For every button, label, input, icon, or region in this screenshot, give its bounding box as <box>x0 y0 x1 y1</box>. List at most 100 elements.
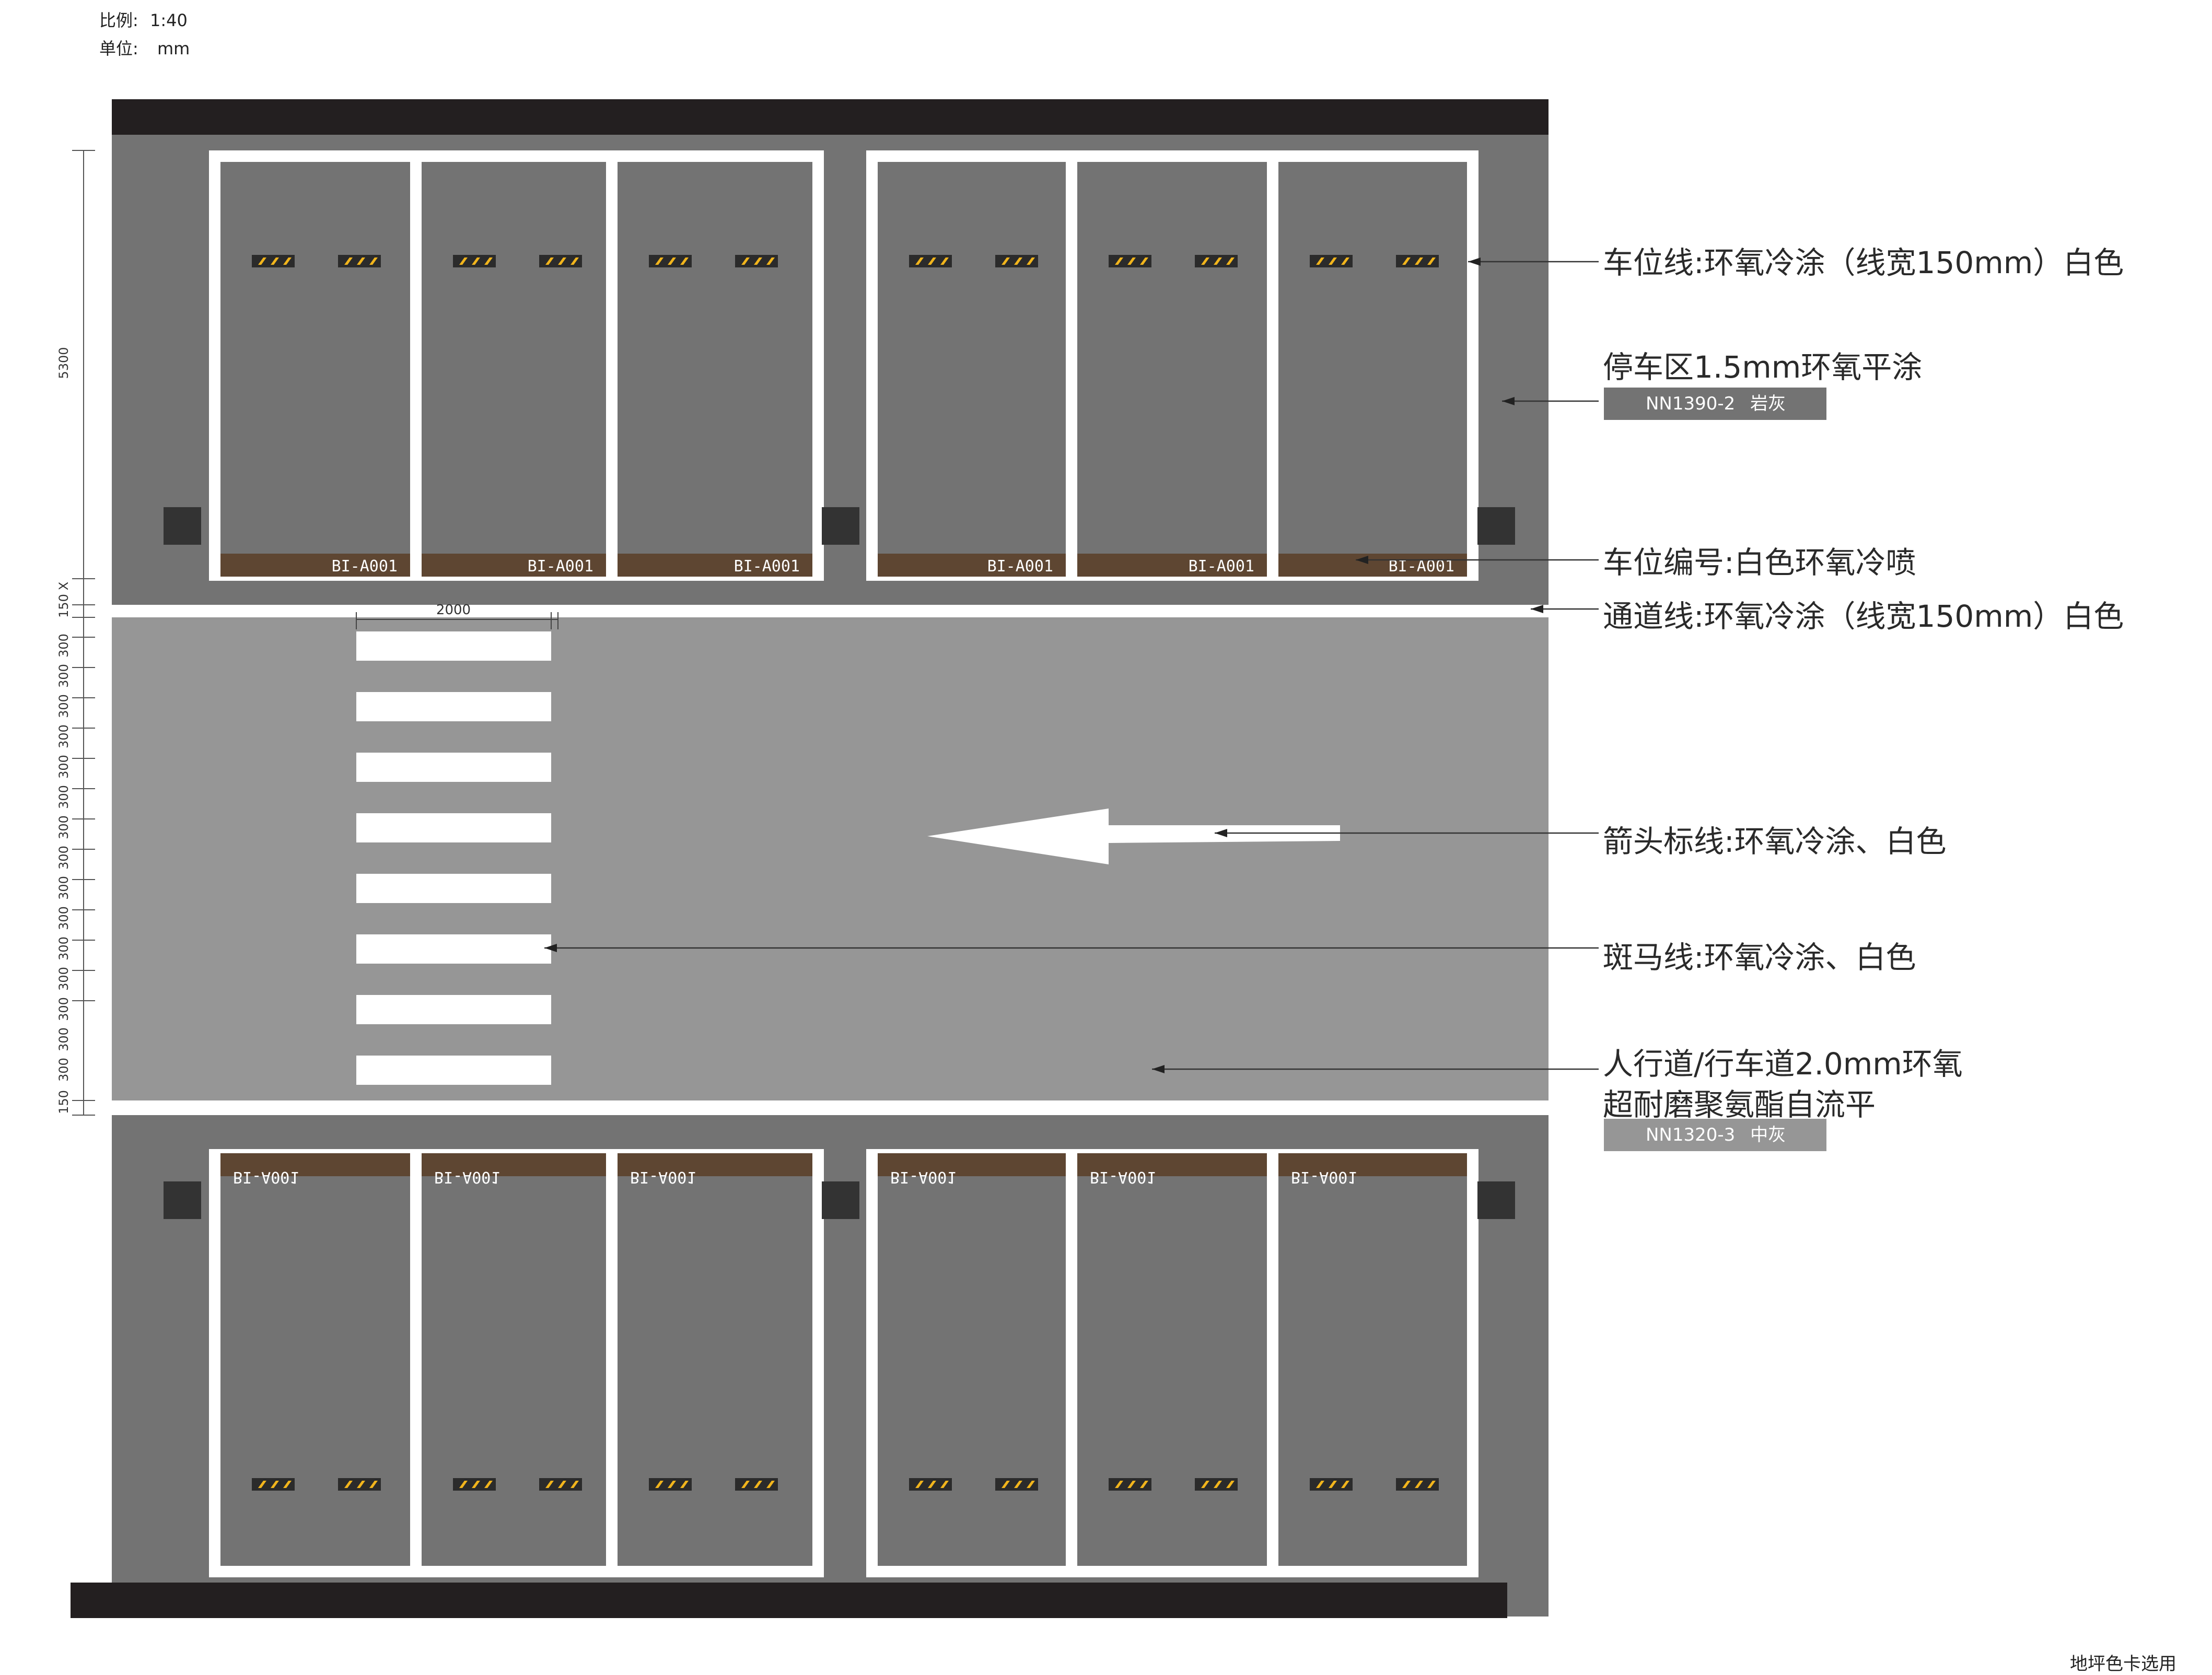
dimension-label-300: 300 <box>56 815 71 839</box>
dimension-label-x: X <box>56 582 71 590</box>
bottom-row-wheel-stop-stripe <box>1427 1481 1436 1488</box>
bottom-row-wheel-stop-stripe <box>1402 1481 1411 1488</box>
parking-color-swatch: NN1390-2 岩灰 <box>1604 388 1826 420</box>
zebra-width-label: 2000 <box>436 602 471 618</box>
bottom-row-stall-back-line <box>209 1566 824 1577</box>
top-row-stall-line <box>410 150 422 579</box>
top-row-number-band <box>618 554 812 577</box>
zebra-note: 斑马线:环氧冷涂、白色 <box>1603 940 1916 975</box>
zebra-stripe <box>356 995 551 1024</box>
top-row-column <box>822 507 859 545</box>
bottom-row-wheel-stop-stripe <box>1316 1481 1324 1488</box>
bottom-row-number-band <box>422 1153 606 1176</box>
bottom-row-wheel-stop-stripe <box>766 1481 775 1488</box>
top-row-wheel-stop-stripe <box>1002 257 1010 265</box>
top-row-stall-front-line <box>866 577 1478 581</box>
top-row-wheel-stop-stripe <box>1140 257 1148 265</box>
top-row-stall-line <box>1467 150 1478 579</box>
top-row-stall-number: BI-A001 <box>528 557 593 576</box>
top-row-stall-line <box>812 150 824 579</box>
parking-coating-note: 停车区1.5mm环氧平涂 <box>1603 349 1923 385</box>
top-row-wheel-stop-stripe <box>545 257 554 265</box>
dimension-label-300: 300 <box>56 967 71 991</box>
dimension-label-150: 150 <box>56 594 71 618</box>
zebra-stripe <box>356 934 551 964</box>
road-swatch-code: NN1320-3 <box>1646 1125 1736 1145</box>
bottom-row-wheel-stop-stripe <box>1329 1481 1337 1488</box>
road-color-swatch: NN1320-3 中灰 <box>1604 1119 1826 1151</box>
bottom-row-wheel-stop-stripe <box>1214 1481 1222 1488</box>
top-row-wheel-stop-stripe <box>1415 257 1423 265</box>
bottom-row-number-band <box>618 1153 812 1176</box>
bottom-row-wheel-stop-stripe <box>668 1481 676 1488</box>
top-row-number-band <box>878 554 1066 577</box>
dimension-label-300: 300 <box>56 724 71 748</box>
parking-swatch-name: 岩灰 <box>1750 393 1786 414</box>
top-row-wheel-stop-stripe <box>1402 257 1411 265</box>
top-row-column <box>1477 507 1515 545</box>
top-row-wheel-stop-stripe <box>680 257 689 265</box>
top-row-stall-back-line <box>209 150 824 162</box>
dimension-label-300: 300 <box>56 846 71 870</box>
bottom-row-stall-line <box>866 1149 878 1577</box>
dimension-label-300: 300 <box>56 1058 71 1082</box>
dimension-label-300: 300 <box>56 906 71 930</box>
bottom-row-stall-number-flipped: BI-A001 <box>233 1168 299 1186</box>
top-row-stall-line <box>1267 150 1278 579</box>
top-row-wheel-stop-stripe <box>1316 257 1324 265</box>
bottom-row-stall-line <box>606 1149 618 1577</box>
top-row-number-band <box>220 554 410 577</box>
top-row-wheel-stop-stripe <box>1201 257 1209 265</box>
bottom-row-number-band <box>220 1153 410 1176</box>
top-row-wheel-stop-stripe <box>558 257 566 265</box>
top-row-stall-number: BI-A001 <box>987 557 1053 576</box>
top-row-stall-number: BI-A001 <box>332 557 398 576</box>
top-row-wheel-stop-stripe <box>940 257 949 265</box>
top-row-stall-line <box>606 150 618 579</box>
dimension-label-300: 300 <box>56 936 71 961</box>
top-row-wheel-stop-stripe <box>1341 257 1349 265</box>
top-row-number-band <box>422 554 606 577</box>
bottom-row-wheel-stop-stripe <box>484 1481 493 1488</box>
top-row-number-band <box>1077 554 1267 577</box>
top-row-wheel-stop-stripe <box>1226 257 1235 265</box>
bottom-row-wheel-stop-stripe <box>369 1481 378 1488</box>
dimension-label-300: 300 <box>56 1027 71 1051</box>
bottom-row-wheel-stop-stripe <box>655 1481 663 1488</box>
top-row-wheel-stop-stripe <box>928 257 936 265</box>
top-row-wheel-stop-stripe <box>1329 257 1337 265</box>
bottom-row-wheel-stop-stripe <box>1201 1481 1209 1488</box>
bottom-row-stall-line <box>1467 1149 1478 1577</box>
top-row-stall-line <box>1066 150 1077 579</box>
road-coating-note-line1: 人行道/行车道2.0mm环氧 <box>1603 1046 1963 1082</box>
bottom-row-column <box>164 1181 201 1219</box>
top-row-number-band <box>1278 554 1467 577</box>
zebra-stripe <box>356 753 551 782</box>
top-row-wheel-stop-stripe <box>741 257 750 265</box>
bottom-row-number-band <box>1077 1153 1267 1176</box>
bottom-row-wheel-stop-stripe <box>558 1481 566 1488</box>
bottom-row-stall-number-flipped: BI-A001 <box>630 1168 696 1186</box>
unit-value: mm <box>157 39 190 58</box>
dimension-label-300: 300 <box>56 997 71 1021</box>
bottom-row-wheel-stop-stripe <box>344 1481 353 1488</box>
lane-line-top <box>112 605 1549 617</box>
bottom-row-stall-number-flipped: BI-A001 <box>890 1168 956 1186</box>
unit-row: 单位: mm <box>99 36 190 60</box>
top-row-wheel-stop-stripe <box>472 257 480 265</box>
stall-line-note: 车位线:环氧冷涂（线宽150mm）白色 <box>1603 245 2124 280</box>
bottom-row-wheel-stop-stripe <box>545 1481 554 1488</box>
zebra-stripe <box>356 631 551 661</box>
lane-line-bottom <box>112 1100 1549 1115</box>
bottom-row-number-band <box>1278 1153 1467 1176</box>
bottom-row-stall-back-line <box>866 1566 1478 1577</box>
bottom-row-wheel-stop-stripe <box>271 1481 279 1488</box>
bottom-row-column <box>1477 1181 1515 1219</box>
road-coating-note-line2: 超耐磨聚氨酯自流平 <box>1603 1087 1876 1122</box>
arrow-leader-head <box>1215 829 1227 837</box>
bottom-row-wheel-stop-stripe <box>1027 1481 1035 1488</box>
bottom-row-wheel-stop-stripe <box>357 1481 365 1488</box>
zebra-stripe <box>356 692 551 721</box>
